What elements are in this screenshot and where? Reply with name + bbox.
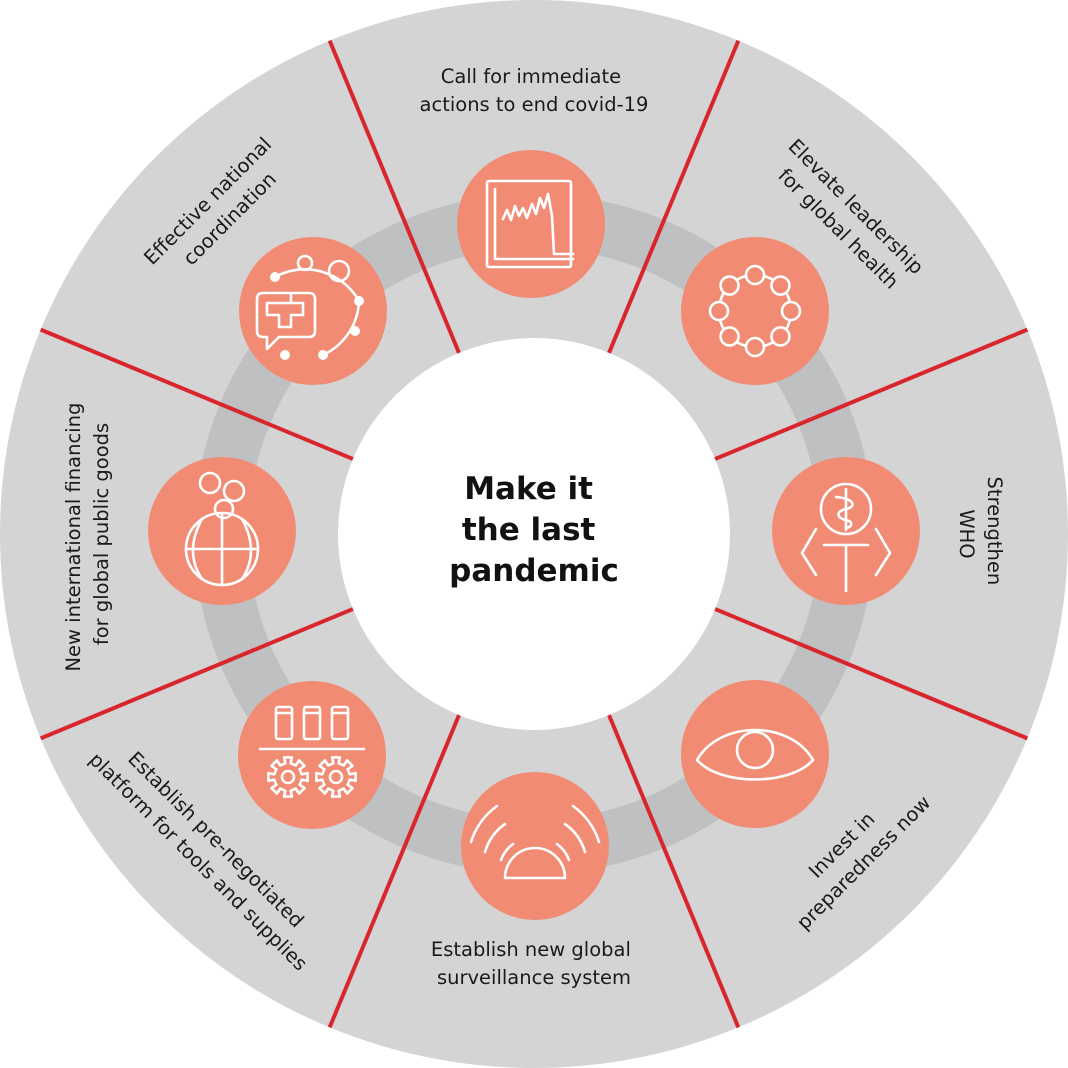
icon-circle <box>239 237 387 385</box>
segment-surveillance-system: Establish new global surveillance system <box>431 772 637 989</box>
divider-line <box>603 705 741 1029</box>
center-title-line-1: Make it <box>464 471 593 507</box>
divider-line <box>705 603 1029 741</box>
divider-line <box>705 327 1029 465</box>
segment-label: Strengthen WHO <box>955 477 1006 592</box>
gear-icon <box>267 756 309 798</box>
segment-dividers <box>39 39 1029 1029</box>
eye-icon <box>695 728 815 781</box>
divider-line <box>603 39 741 363</box>
divider-line <box>327 705 465 1029</box>
divider-line <box>39 327 363 465</box>
segment-strengthen-who: Strengthen WHO <box>772 457 1006 605</box>
gear-icon <box>315 756 357 798</box>
vials-gears-icon <box>258 705 366 798</box>
segment-label: Call for immediate actions to end covid-… <box>420 65 649 116</box>
radar-signal-icon <box>469 804 601 880</box>
who-emblem-icon <box>800 482 892 593</box>
center-title: Make it the last pandemic <box>449 471 619 589</box>
center-title-line-2: the last <box>462 512 596 548</box>
segment-new-international-financing: New international financing for global p… <box>62 396 296 672</box>
icon-circle <box>457 150 605 298</box>
icon-circle <box>681 237 829 385</box>
divider-line <box>327 39 465 363</box>
icon-circle <box>461 772 609 920</box>
globe-people-icon <box>184 471 260 587</box>
segment-label: Establish new global surveillance system <box>431 938 637 989</box>
divider-line <box>39 603 363 741</box>
center-circle <box>338 338 730 730</box>
medical-network-icon <box>255 254 364 360</box>
icon-circle <box>681 680 829 828</box>
segment-national-coordination: Effective national coordination <box>139 133 387 385</box>
chart-trend-icon <box>485 179 575 269</box>
center-title-line-3: pandemic <box>449 553 619 589</box>
circle-of-people-icon <box>708 264 802 358</box>
icon-circle <box>238 681 386 829</box>
segment-label: New international financing for global p… <box>62 396 113 671</box>
segment-call-for-action: Call for immediate actions to end covid-… <box>420 65 649 298</box>
